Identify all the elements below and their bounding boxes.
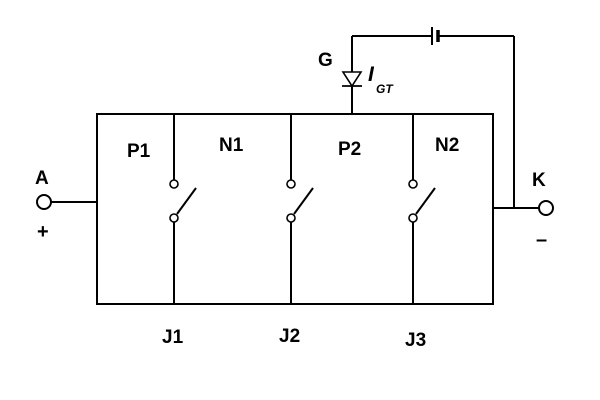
switch-icon [176,187,197,215]
j1-lower-contact [169,213,179,223]
layer-label-p1: P1 [127,141,151,162]
cathode-terminal [538,200,554,216]
anode-label: A [35,168,49,189]
switch-icon [293,187,314,215]
j3-lower-contact [408,213,418,223]
junction-switch-j1 [169,114,197,304]
j2-upper-contact [286,179,296,189]
cathode-polarity: – [536,229,547,251]
anode-polarity: + [37,221,49,243]
junction-switch-j2 [286,114,314,304]
diode-icon [341,71,363,88]
junction-label-j3: J3 [405,330,426,351]
junction-switch-j3 [408,114,436,304]
layer-label-n1: N1 [219,135,244,156]
gate-current-symbol: I [368,63,375,86]
switch-icon [415,187,436,215]
j2-lower-contact [286,213,296,223]
cathode-label: K [532,170,546,191]
j3-upper-contact [408,179,418,189]
gate-label: G [318,50,333,71]
device-body [96,113,494,305]
layer-label-n2: N2 [435,135,459,156]
gate-current-subscript: GT [376,82,394,96]
j1-upper-contact [169,179,179,189]
anode-terminal [36,194,52,210]
junction-label-j2: J2 [279,326,300,347]
gate-circuit [341,27,515,208]
junction-label-j1: J1 [162,327,184,348]
layer-label-p2: P2 [338,139,361,160]
battery-icon [431,27,440,45]
